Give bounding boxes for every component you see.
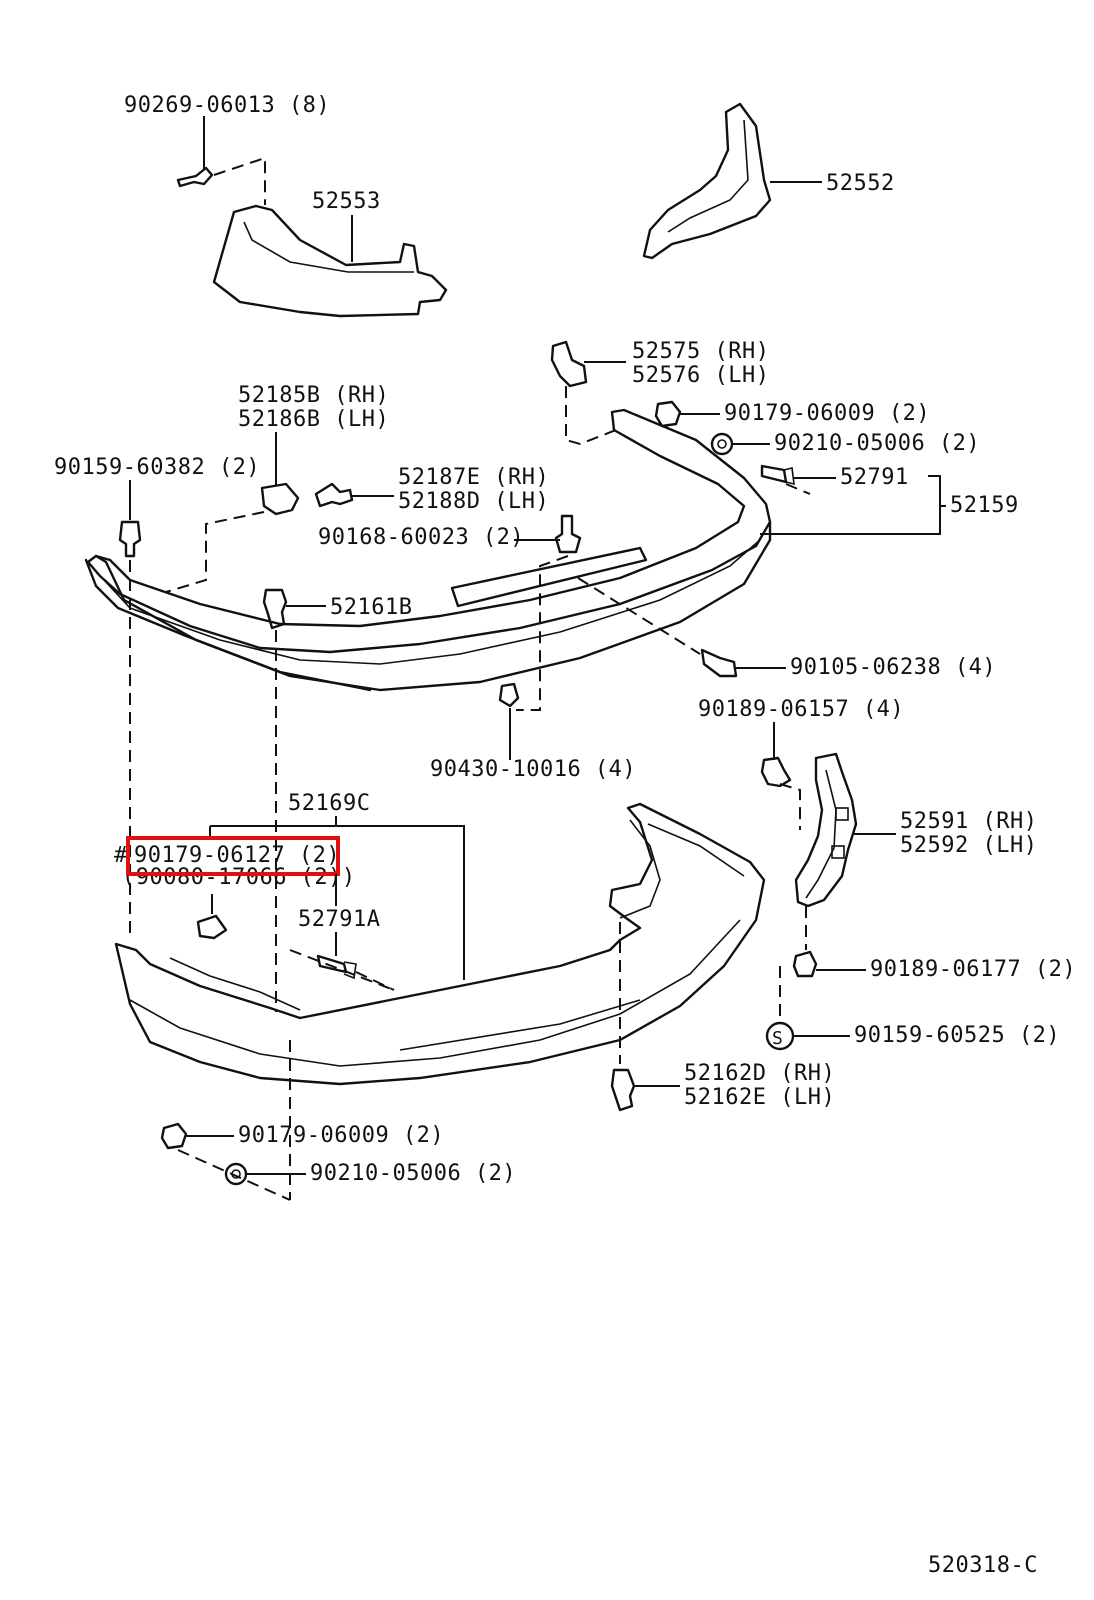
bracket-52185b bbox=[260, 482, 300, 516]
retainer-52575 bbox=[550, 340, 588, 388]
label-90269-06013: 90269-06013 (8) bbox=[124, 93, 330, 118]
label-90179-06127: 90179-06127 (2) bbox=[134, 843, 340, 868]
support-52591 bbox=[794, 752, 858, 908]
reinforcement-52159 bbox=[84, 408, 772, 692]
label-90159-60382: 90159-60382 (2) bbox=[54, 455, 260, 480]
label-90105-06238: 90105-06238 (4) bbox=[790, 655, 996, 680]
label-52159: 52159 bbox=[950, 493, 1019, 518]
highlight-box bbox=[126, 836, 340, 876]
label-90159-60525: 90159-60525 (2) bbox=[854, 1023, 1060, 1048]
label-52576: 52576 (LH) bbox=[632, 363, 769, 388]
nut-90179-06009-top bbox=[654, 400, 682, 428]
label-90210-05006-bottom: 90210-05006 (2) bbox=[310, 1161, 516, 1186]
label-90189-06157: 90189-06157 (4) bbox=[698, 697, 904, 722]
label-90189-06177: 90189-06177 (2) bbox=[870, 957, 1076, 982]
label-52162d: 52162D (RH) bbox=[684, 1061, 835, 1086]
label-52186b: 52186B (LH) bbox=[238, 407, 389, 432]
washer-90210-05006-bottom bbox=[224, 1162, 248, 1186]
clip-52187e bbox=[314, 482, 354, 508]
label-52791a: 52791A bbox=[298, 907, 380, 932]
nut-90179-06009-bottom bbox=[160, 1122, 188, 1150]
label-52552: 52552 bbox=[826, 171, 895, 196]
label-52553: 52553 bbox=[312, 189, 381, 214]
diagram-code: 520318-C bbox=[928, 1553, 1038, 1578]
label-52169c: 52169C bbox=[288, 791, 370, 816]
fender-liner-52553 bbox=[212, 204, 448, 318]
label-52188d: 52188D (LH) bbox=[398, 489, 549, 514]
bolt-52791 bbox=[760, 464, 795, 486]
retainer-52161b bbox=[262, 588, 288, 630]
hash-mark: # bbox=[114, 843, 128, 868]
label-52591: 52591 (RH) bbox=[900, 809, 1037, 834]
fender-liner-52552 bbox=[642, 102, 772, 260]
label-52592: 52592 (LH) bbox=[900, 833, 1037, 858]
screw-90159-60382 bbox=[118, 520, 142, 558]
bumper-cover-52169c bbox=[114, 802, 766, 1086]
label-52575: 52575 (RH) bbox=[632, 339, 769, 364]
label-52791: 52791 bbox=[840, 465, 909, 490]
screw-90269-06013 bbox=[176, 116, 214, 188]
washer-90210-05006-top bbox=[710, 432, 734, 456]
label-52161b: 52161B bbox=[330, 595, 412, 620]
clip-90430-10016 bbox=[498, 682, 520, 708]
bolt-90168-60023 bbox=[554, 514, 582, 554]
bolt-90105-06238 bbox=[700, 648, 738, 678]
s-mark: S bbox=[772, 1028, 783, 1049]
label-90179-06009-bottom: 90179-06009 (2) bbox=[238, 1123, 444, 1148]
nut-90189-06157 bbox=[760, 756, 792, 788]
label-90179-06009-top: 90179-06009 (2) bbox=[724, 401, 930, 426]
retainer-52162d bbox=[610, 1068, 636, 1112]
screw-90159-60525: S bbox=[765, 1021, 795, 1051]
label-52162e: 52162E (LH) bbox=[684, 1085, 835, 1110]
label-90080-17066: (90080-17066 (2)) bbox=[122, 865, 356, 890]
label-90168-60023: 90168-60023 (2) bbox=[318, 525, 524, 550]
label-90210-05006-top: 90210-05006 (2) bbox=[774, 431, 980, 456]
label-52187e: 52187E (RH) bbox=[398, 465, 549, 490]
bolt-52791a bbox=[316, 954, 357, 980]
label-90430-10016: 90430-10016 (4) bbox=[430, 757, 636, 782]
nut-90179-06127 bbox=[196, 914, 228, 940]
nut-90189-06177 bbox=[792, 950, 818, 978]
label-52185b: 52185B (RH) bbox=[238, 383, 389, 408]
